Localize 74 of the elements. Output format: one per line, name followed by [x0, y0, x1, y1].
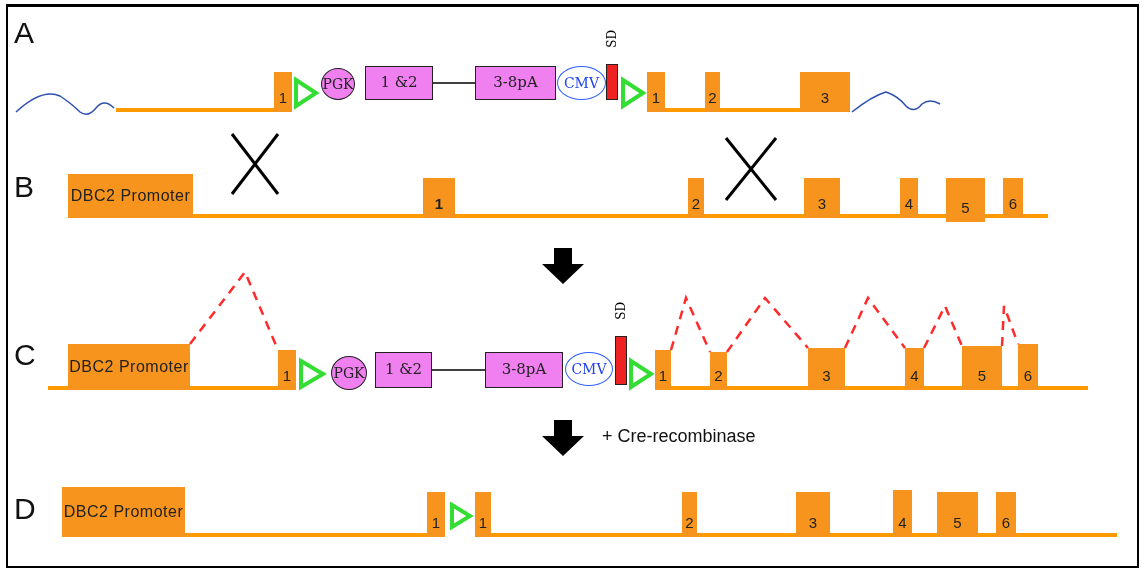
exon-box: 2	[688, 178, 704, 218]
exon-box: 1	[647, 72, 665, 112]
promoter-ellipse: PGK	[321, 68, 355, 100]
gene-line	[190, 386, 278, 390]
exon-box: 3	[800, 72, 850, 112]
gene-line	[918, 214, 946, 218]
gene-line	[912, 533, 937, 537]
promoter-box: DBC2 Promoter	[68, 344, 190, 390]
exon-box: 1	[423, 178, 455, 218]
promoter-ellipse: CMV	[565, 352, 613, 386]
cassette-box: 1 &2	[365, 66, 433, 100]
exon-box: 6	[1003, 178, 1023, 218]
gene-line	[727, 386, 808, 390]
promoter-box: DBC2 Promoter	[62, 487, 185, 537]
gene-line	[1023, 214, 1048, 218]
promoter-ellipse: CMV	[557, 66, 606, 100]
cassette-box: 1 &2	[375, 352, 432, 388]
gene-line	[48, 386, 68, 390]
row-letter: D	[14, 492, 36, 526]
splice-line	[1000, 304, 1020, 347]
gene-line	[704, 214, 804, 218]
cassette-box: 3-8pA	[475, 66, 556, 100]
exon-box: 1	[427, 492, 445, 537]
exon-box: 3	[796, 492, 830, 537]
exon-box: 5	[946, 178, 985, 222]
gene-line	[671, 386, 710, 390]
bar-label: SD	[605, 30, 619, 48]
exon-box: 5	[937, 492, 978, 537]
exon-box: 2	[705, 72, 720, 112]
exon-box: 3	[808, 348, 845, 390]
gene-line	[665, 108, 705, 112]
row-letter: A	[14, 16, 34, 50]
exon-box: 4	[893, 490, 912, 537]
connector-line	[432, 82, 476, 84]
gene-line	[845, 386, 905, 390]
bar-label: SD	[614, 302, 628, 320]
exon-box: 2	[710, 352, 727, 390]
gene-line	[193, 214, 423, 218]
exon-box: 5	[962, 346, 1002, 390]
gene-line	[116, 108, 274, 112]
note-text: + Cre-recombinase	[602, 426, 756, 447]
gene-line	[985, 214, 1003, 218]
exon-box: 2	[682, 492, 697, 537]
gene-line	[840, 214, 900, 218]
splice-line	[843, 295, 906, 349]
exon-box: 1	[475, 492, 491, 537]
row-letter: C	[14, 338, 36, 372]
row-letter: B	[14, 170, 34, 204]
splice-line	[669, 294, 712, 353]
connector-line	[431, 369, 486, 371]
cassette-box: 3-8pA	[485, 352, 563, 388]
gene-line	[924, 386, 962, 390]
splice-line	[922, 303, 964, 349]
exon-box: 4	[905, 348, 924, 390]
promoter-box: DBC2 Promoter	[68, 174, 193, 218]
promoter-ellipse: PGK	[331, 356, 367, 390]
exon-box: 3	[804, 178, 840, 218]
exon-box: 6	[1018, 344, 1038, 390]
gene-line	[185, 533, 427, 537]
gene-line	[1038, 386, 1088, 390]
exon-box: 6	[996, 492, 1016, 537]
exon-box: 1	[655, 350, 671, 390]
splice-line	[725, 295, 809, 353]
gene-line	[491, 533, 682, 537]
gene-line	[455, 214, 688, 218]
exon-box: 4	[900, 178, 918, 218]
exon-box: 1	[274, 72, 292, 112]
gene-line	[1002, 386, 1018, 390]
gene-line	[978, 533, 996, 537]
gene-line	[697, 533, 796, 537]
exon-box: 1	[278, 350, 296, 390]
gene-line	[830, 533, 893, 537]
gene-line	[1016, 533, 1117, 537]
gene-line	[720, 108, 800, 112]
